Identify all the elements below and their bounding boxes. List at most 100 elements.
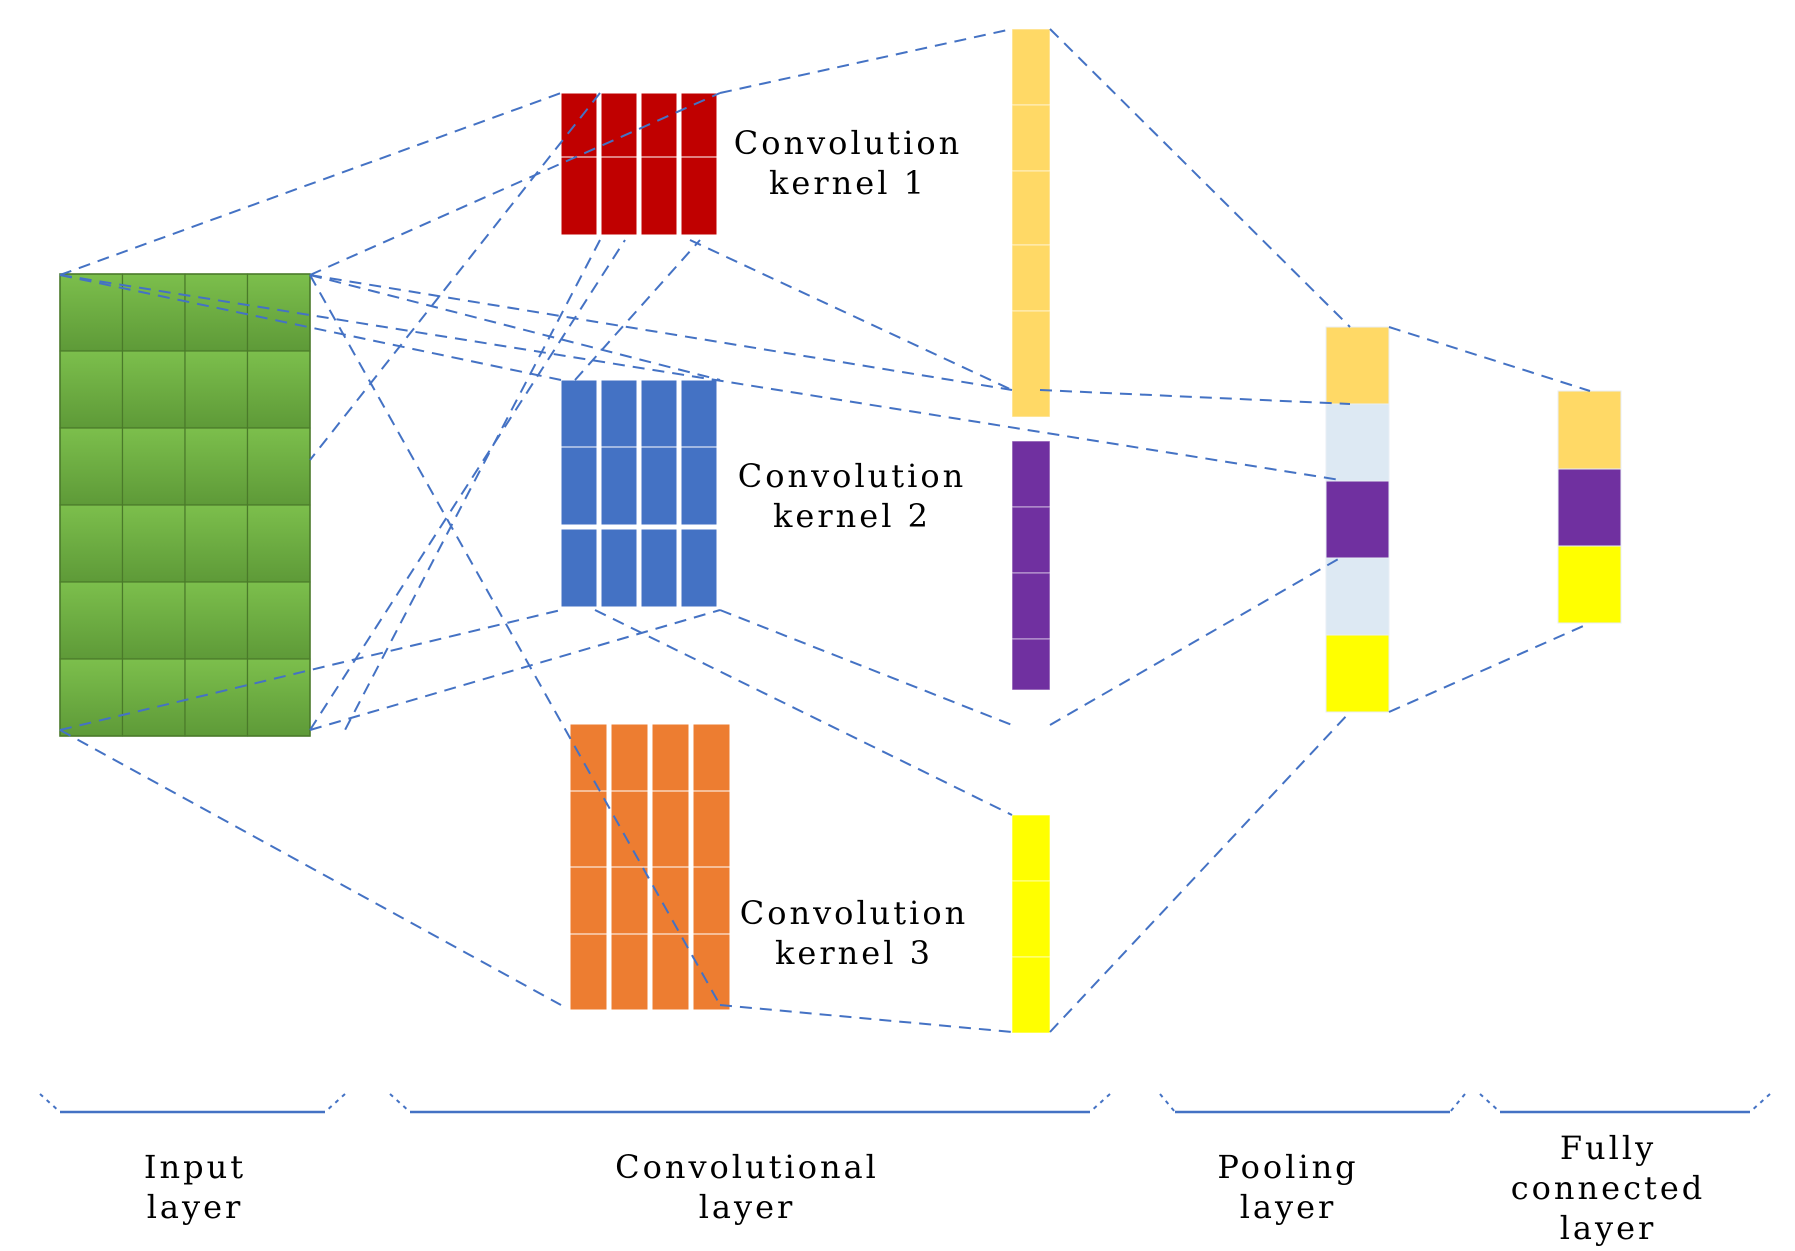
kernel-cell xyxy=(560,92,598,158)
fully-connected-column xyxy=(1557,390,1622,624)
input-cell xyxy=(121,581,186,660)
kernel-cell xyxy=(680,156,718,236)
input-cell xyxy=(246,581,311,660)
input-layer-label-line1: Input xyxy=(144,1148,246,1186)
kernel-cell xyxy=(560,156,598,236)
dashed-connector xyxy=(1388,622,1591,713)
fully-connected-cell xyxy=(1557,545,1622,624)
kernel-3-label-line1: Convolution xyxy=(740,894,969,932)
input-cell xyxy=(246,427,311,506)
kernel-cell xyxy=(692,790,731,868)
feature-map-1-cell xyxy=(1011,104,1051,172)
input-cell xyxy=(121,273,186,352)
pooling-layer-column xyxy=(1325,326,1390,713)
kernel-cell xyxy=(651,723,690,792)
connection-lines xyxy=(59,28,1591,1033)
kernel-cell xyxy=(651,790,690,868)
kernel-cell xyxy=(651,933,690,1011)
dashed-connector xyxy=(719,28,1013,94)
layer-brace-tip xyxy=(39,1093,61,1113)
kernel-3-label-line2: kernel 3 xyxy=(775,934,933,972)
pooling-cell xyxy=(1325,326,1390,405)
input-grid-frame xyxy=(59,273,311,737)
layer-brace-tip xyxy=(389,1093,411,1113)
kernel-cell xyxy=(560,379,598,448)
feature-map-1-cell xyxy=(1011,244,1051,312)
dashed-connector xyxy=(594,609,1013,816)
dashed-connector xyxy=(689,239,1013,391)
kernel-cell xyxy=(692,866,731,935)
kernel-cell xyxy=(640,156,678,236)
input-cell xyxy=(246,350,311,429)
input-cell xyxy=(184,658,249,737)
fully-connected-layer-label-line1: Fully xyxy=(1560,1129,1656,1167)
kernel-cell xyxy=(610,723,649,792)
pooling-cell xyxy=(1325,403,1390,482)
dashed-connector xyxy=(309,274,721,381)
kernel-cell xyxy=(600,446,638,526)
kernel-cell xyxy=(600,528,638,608)
input-layer-label-line2: layer xyxy=(147,1188,244,1226)
kernel-cell xyxy=(569,866,608,935)
feature-map-3-cell xyxy=(1011,956,1051,1034)
kernel-cell xyxy=(680,528,718,608)
kernel-1-label-line2: kernel 1 xyxy=(769,164,927,202)
feature-map-2-cell xyxy=(1011,506,1051,574)
pooling-cell xyxy=(1325,634,1390,713)
layer-brace-tip xyxy=(1749,1093,1771,1113)
feature-map-1 xyxy=(1011,28,1051,418)
input-cell xyxy=(59,427,124,506)
input-cell xyxy=(121,427,186,506)
kernel-cell xyxy=(651,866,690,935)
input-cell xyxy=(246,658,311,737)
input-cell xyxy=(184,581,249,660)
convolution-kernel-2 xyxy=(560,379,718,608)
kernel-cell xyxy=(569,933,608,1011)
dashed-connector xyxy=(309,239,626,731)
convolutional-layer-label-line2: layer xyxy=(699,1188,796,1226)
kernel-1-label-line1: Convolution xyxy=(734,124,963,162)
kernel-cell xyxy=(680,446,718,526)
dashed-connector xyxy=(1388,326,1591,392)
pooling-layer-label-line2: layer xyxy=(1240,1188,1337,1226)
kernel-cell xyxy=(680,379,718,448)
dashed-connector xyxy=(309,274,1013,391)
layer-brace-tip xyxy=(1089,1093,1111,1113)
convolution-kernel-1 xyxy=(560,92,718,236)
feature-map-2-cell xyxy=(1011,638,1051,691)
feature-map-1-cell xyxy=(1011,310,1051,418)
input-cell xyxy=(246,504,311,583)
dashed-connector xyxy=(1049,557,1341,726)
dashed-connector xyxy=(344,239,601,731)
dashed-connector xyxy=(1049,711,1351,1033)
dashed-connector xyxy=(1049,28,1351,328)
dashed-connector xyxy=(1039,389,1351,405)
pooling-cell xyxy=(1325,557,1390,636)
dashed-connector xyxy=(59,92,562,276)
kernel-cell xyxy=(610,866,649,935)
layer-brace-tip xyxy=(1159,1093,1176,1113)
input-cell xyxy=(121,658,186,737)
dashed-connector xyxy=(309,92,601,461)
feature-map-1-cell xyxy=(1011,28,1051,106)
kernel-cell xyxy=(600,379,638,448)
kernel-cell xyxy=(560,446,598,526)
kernel-cell xyxy=(692,933,731,1011)
layer-brace-tip xyxy=(324,1093,346,1113)
dashed-connector xyxy=(719,609,1013,726)
layer-brace-tip xyxy=(1479,1093,1501,1113)
convolution-kernel-3 xyxy=(569,723,731,1011)
dashed-connector xyxy=(574,239,701,381)
input-cell xyxy=(184,350,249,429)
input-cell xyxy=(59,658,124,737)
kernel-cell xyxy=(610,933,649,1011)
feature-map-3 xyxy=(1011,814,1051,1034)
fully-connected-cell xyxy=(1557,468,1622,547)
input-cell xyxy=(246,273,311,352)
kernel-cell xyxy=(610,790,649,868)
layer-braces xyxy=(39,1093,1771,1114)
kernel-cell xyxy=(640,379,678,448)
input-cell xyxy=(184,427,249,506)
